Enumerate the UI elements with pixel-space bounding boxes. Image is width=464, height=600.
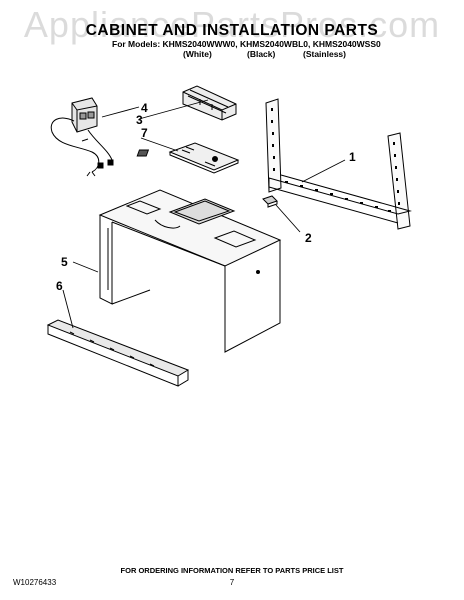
control-board-part bbox=[136, 142, 240, 174]
callout-7: 7 bbox=[141, 126, 148, 140]
variant-white: (White) bbox=[183, 49, 212, 59]
mounting-frame-part bbox=[265, 98, 412, 230]
callout-5: 5 bbox=[61, 255, 68, 269]
variant-stainless: (Stainless) bbox=[303, 49, 346, 59]
models-line: For Models: KHMS2040WWW0, KHMS2040WBL0, … bbox=[112, 39, 381, 49]
callout-6: 6 bbox=[56, 279, 63, 293]
watermark: AppliancePartsPros.com bbox=[23, 4, 441, 45]
callout-3: 3 bbox=[136, 113, 143, 127]
callout-4: 4 bbox=[141, 101, 148, 115]
page-number: 7 bbox=[229, 578, 235, 587]
ordering-note: FOR ORDERING INFORMATION REFER TO PARTS … bbox=[120, 566, 344, 575]
parts-diagram: 1 2 3 4 5 6 7 bbox=[46, 85, 412, 387]
damper-part bbox=[182, 85, 237, 121]
page-title: CABINET AND INSTALLATION PARTS bbox=[85, 22, 379, 39]
callout-1: 1 bbox=[349, 150, 356, 164]
variant-black: (Black) bbox=[247, 49, 276, 59]
power-cord-part bbox=[50, 97, 114, 177]
leader-lines bbox=[62, 99, 346, 329]
cabinet-part bbox=[98, 189, 282, 353]
clip-part bbox=[262, 195, 278, 208]
document-number: W10276433 bbox=[13, 578, 57, 587]
callout-2: 2 bbox=[305, 231, 312, 245]
trim-strip-part bbox=[46, 319, 190, 387]
